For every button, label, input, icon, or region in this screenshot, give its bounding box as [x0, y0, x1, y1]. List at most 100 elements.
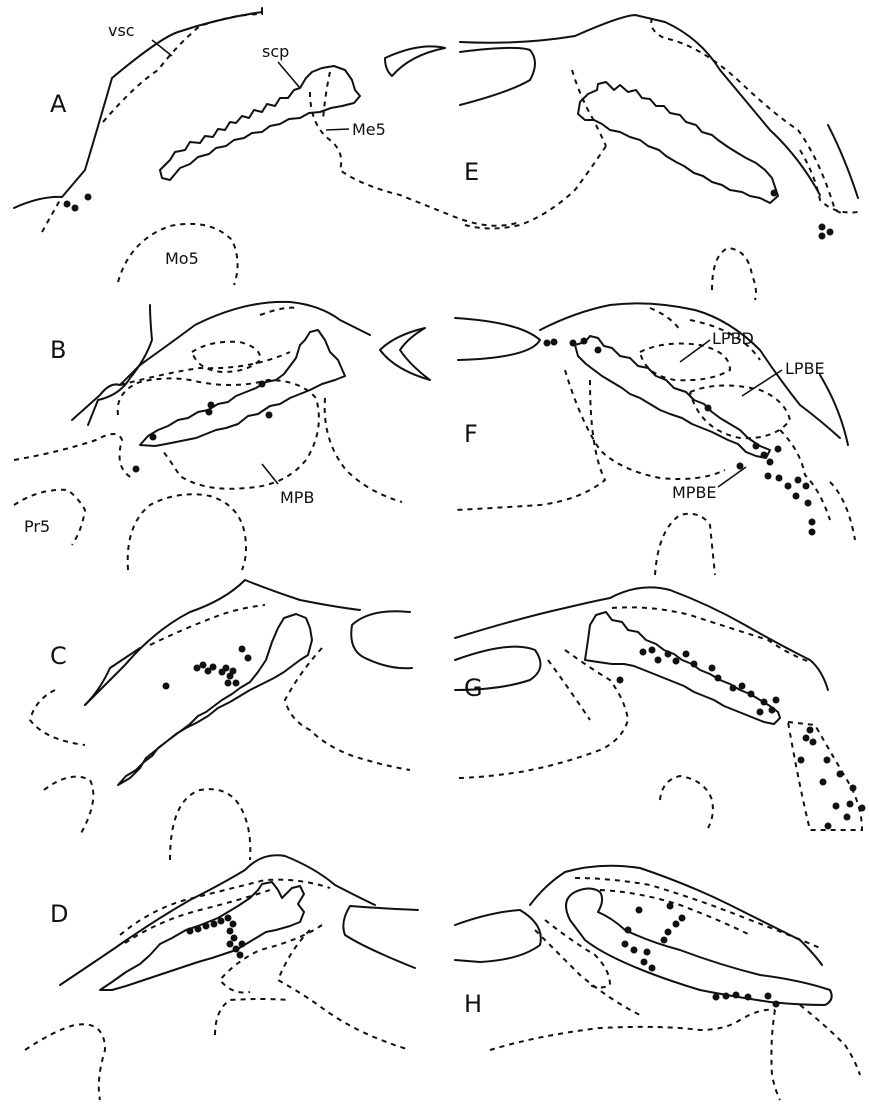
label-vsc: vsc [108, 21, 135, 40]
labeled-cell [625, 927, 632, 934]
labeled-cell [810, 739, 817, 746]
panel-h: H [455, 866, 860, 1100]
right-dashed-border [800, 1005, 860, 1075]
labeled-cell [206, 409, 213, 416]
labeled-cell [259, 381, 266, 388]
labeled-cell [667, 903, 674, 910]
labeled-cell [636, 907, 643, 914]
labeled-cell [239, 646, 246, 653]
fourth-ventricle-outline [455, 318, 540, 360]
labeled-cell [225, 680, 232, 687]
labeled-cell [570, 340, 577, 347]
labeled-cell [245, 655, 252, 662]
labeled-cell [233, 946, 240, 953]
fourth-ventricle-outline [351, 611, 412, 668]
labeled-cell [805, 500, 812, 507]
labeled-cell [683, 651, 690, 658]
labeled-cell [837, 771, 844, 778]
labeled-cell [709, 665, 716, 672]
ventral-nucleus-outline [655, 514, 715, 575]
labeled-cell [225, 915, 232, 922]
labeled-cell [239, 941, 246, 948]
labeled-cell [807, 727, 814, 734]
labeled-cell [622, 941, 629, 948]
labeled-cell [655, 657, 662, 664]
labeled-cell [859, 805, 866, 812]
labeled-cell [761, 452, 768, 459]
labeled-cell [237, 952, 244, 959]
labeled-cell [641, 959, 648, 966]
labeled-cell [665, 651, 672, 658]
labeled-cell [765, 993, 772, 1000]
dorsal-dashed-border [575, 878, 820, 948]
labeled-cell [227, 941, 234, 948]
label-scp: scp [262, 42, 289, 61]
label-mo5: Mo5 [165, 249, 199, 268]
labeled-cell [640, 649, 647, 656]
labeled-cell [767, 459, 774, 466]
labeled-cell [827, 229, 834, 236]
labeled-cell [691, 661, 698, 668]
panel-b: B MPB Pr5 [14, 302, 430, 570]
labeled-cell [739, 683, 746, 690]
ventral-dashed-border [565, 370, 725, 479]
label-mpb: MPB [280, 488, 314, 507]
labeled-cell [649, 647, 656, 654]
panel-letter-g: G [464, 674, 483, 702]
labeled-cell [133, 466, 140, 473]
vsc-border [42, 8, 262, 232]
panel-f: F LPBD LPBE MPBE [455, 303, 855, 575]
labeled-cell [773, 1001, 780, 1008]
label-me5: Me5 [352, 120, 386, 139]
dorsal-surface-outline [455, 587, 828, 690]
labeled-cell [218, 918, 225, 925]
labeled-cell [595, 347, 602, 354]
labeled-cell [757, 709, 764, 716]
labeled-cell [715, 675, 722, 682]
leader-vsc [152, 40, 172, 56]
labeled-cell [679, 915, 686, 922]
panel-letter-e: E [464, 158, 479, 186]
lateral-dashed-border [800, 150, 858, 213]
labeled-cell [844, 814, 851, 821]
labeled-cell [745, 994, 752, 1001]
dorsal-surface-outline [460, 15, 820, 195]
labeled-cell [661, 937, 668, 944]
fourth-ventricle-outline [455, 910, 541, 962]
labeled-cell [705, 405, 712, 412]
dorsal-surface-outline [60, 855, 375, 985]
labeled-cell [85, 194, 92, 201]
labeled-cell [737, 463, 744, 470]
labeled-cell [773, 697, 780, 704]
labeled-cell [833, 803, 840, 810]
labeled-cell [713, 994, 720, 1001]
labeled-cell [730, 685, 737, 692]
ventral-nucleus-outline [44, 777, 93, 835]
labeled-cell [203, 923, 210, 930]
labeled-cell [230, 668, 237, 675]
labeled-cell [194, 665, 201, 672]
ventral-dashed-border [490, 1010, 775, 1050]
labeled-cell [824, 757, 831, 764]
medial-dashed-border [325, 398, 402, 502]
fourth-ventricle-outline [385, 46, 445, 76]
labeled-cell [211, 921, 218, 928]
labeled-cell [617, 677, 624, 684]
lateral-dashed-border [455, 650, 628, 778]
labeled-cell [208, 402, 215, 409]
labeled-cell [551, 339, 558, 346]
labeled-cell [819, 224, 826, 231]
mpb-outline [118, 378, 319, 488]
labeled-cell [665, 929, 672, 936]
labeled-cell [544, 340, 551, 347]
label-mpbe: MPBE [672, 483, 717, 502]
labeled-cell [223, 665, 230, 672]
labeled-cell [803, 735, 810, 742]
inner-dashed-border [548, 660, 590, 720]
labeled-cell [195, 926, 202, 933]
labeled-cell [785, 483, 792, 490]
panel-a: A vsc scp Me5 Mo5 [14, 8, 520, 285]
ventral-dashed-border [215, 999, 290, 1035]
panel-g: G [455, 587, 866, 830]
